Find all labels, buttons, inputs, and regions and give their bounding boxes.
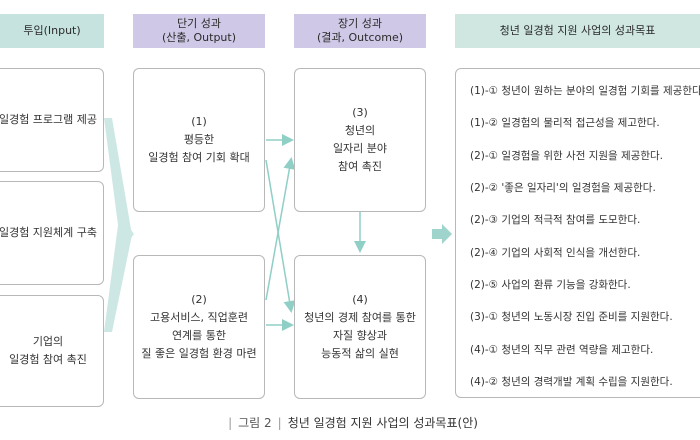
input-text: 일경험 프로그램 제공 [0, 113, 98, 126]
header-input-line: 투입(Input) [23, 24, 81, 37]
header-long-term: 장기 성과 (결과, Outcome) [294, 14, 426, 48]
goal-item: (2)-③ 기업의 적극적 참여를 도모한다. [470, 214, 641, 227]
header-goals: 청년 일경험 지원 사업의 성과목표 [455, 14, 700, 48]
input-box-support-system: 일경험 지원체계 구축 [0, 181, 104, 285]
figure-caption: | 그림 2 | 청년 일경험 지원 사업의 성과목표(안) [0, 414, 700, 431]
goal-item: (1)-① 청년이 원하는 분야의 일경험 기회를 제공한다. [470, 85, 700, 98]
long-term-text: 청년의 경제 참여를 통한 [304, 311, 416, 324]
caption-label: 그림 2 [238, 416, 272, 430]
header-goals-line: 청년 일경험 지원 사업의 성과목표 [499, 24, 656, 37]
short-term-text: 일경험 참여 기회 확대 [148, 151, 250, 164]
header-short-term: 단기 성과 (산출, Output) [133, 14, 265, 48]
long-term-box-4: (4) 청년의 경제 참여를 통한 자질 향상과 능동적 삶의 실현 [294, 255, 426, 399]
header-long-line: (결과, Outcome) [316, 31, 404, 44]
long-term-text: 자질 향상과 [332, 329, 388, 342]
input-text: 기업의 [32, 335, 64, 348]
arrow-s1-l2 [265, 159, 296, 313]
long-term-text: 청년의 [344, 124, 376, 137]
input-box-company-participation: 기업의 일경험 참여 촉진 [0, 295, 104, 407]
goal-item: (2)-① 일경험을 위한 사전 지원을 제공한다. [470, 149, 664, 162]
goal-item: (2)-④ 기업의 사회적 인식을 개선한다. [470, 246, 641, 259]
long-term-text: (3) [352, 106, 368, 119]
caption-divider: | [277, 416, 282, 430]
long-term-box-3: (3) 청년의 일자리 분야 참여 촉진 [294, 68, 426, 212]
short-term-text: 평등한 [183, 133, 215, 146]
long-term-text: 참여 촉진 [338, 160, 382, 173]
header-short-line: 단기 성과 [177, 17, 221, 30]
goal-item: (4)-② 청년의 경력개발 계획 수립을 지원한다. [470, 375, 673, 388]
short-term-text: (1) [191, 115, 207, 128]
header-input: 투입(Input) [0, 14, 104, 48]
goal-item: (2)-⑤ 사업의 환류 기능을 강화한다. [470, 278, 631, 291]
short-term-text: 질 좋은 일경험 환경 마련 [141, 347, 257, 360]
caption-divider: | [228, 416, 233, 430]
header-long-line: 장기 성과 [338, 17, 382, 30]
goal-item: (3)-① 청년의 노동시장 진입 준비를 지원한다. [470, 311, 673, 324]
goal-item: (2)-② '좋은 일자리'의 일경험을 제공한다. [470, 182, 656, 195]
short-term-box-1: (1) 평등한 일경험 참여 기회 확대 [133, 68, 265, 212]
header-short-line: (산출, Output) [161, 31, 237, 44]
input-text: 일경험 지원체계 구축 [0, 226, 98, 239]
short-term-text: 고용서비스, 직업훈련 [149, 311, 249, 324]
input-text: 일경험 참여 촉진 [9, 353, 87, 366]
arrow-to-goals [432, 224, 452, 244]
arrow-s2-l1 [265, 157, 296, 301]
long-term-text: 능동적 삶의 실현 [321, 347, 399, 360]
short-term-text: 연계를 통한 [171, 329, 227, 342]
long-term-text: (4) [352, 293, 368, 306]
input-funnel-head [118, 212, 134, 256]
input-funnel-arrow [104, 118, 132, 332]
goal-item: (4)-① 청년의 직무 관련 역량을 제고한다. [470, 343, 654, 356]
short-term-box-2: (2) 고용서비스, 직업훈련 연계를 통한 질 좋은 일경험 환경 마련 [133, 255, 265, 399]
caption-text: 청년 일경험 지원 사업의 성과목표(안) [287, 416, 478, 430]
short-term-text: (2) [191, 293, 207, 306]
goal-item: (1)-② 일경험의 물리적 접근성을 제고한다. [470, 117, 660, 130]
goals-box: (1)-① 청년이 원하는 분야의 일경험 기회를 제공한다. (1)-② 일경… [455, 68, 700, 398]
input-box-program: 일경험 프로그램 제공 [0, 68, 104, 172]
long-term-text: 일자리 분야 [332, 142, 388, 155]
